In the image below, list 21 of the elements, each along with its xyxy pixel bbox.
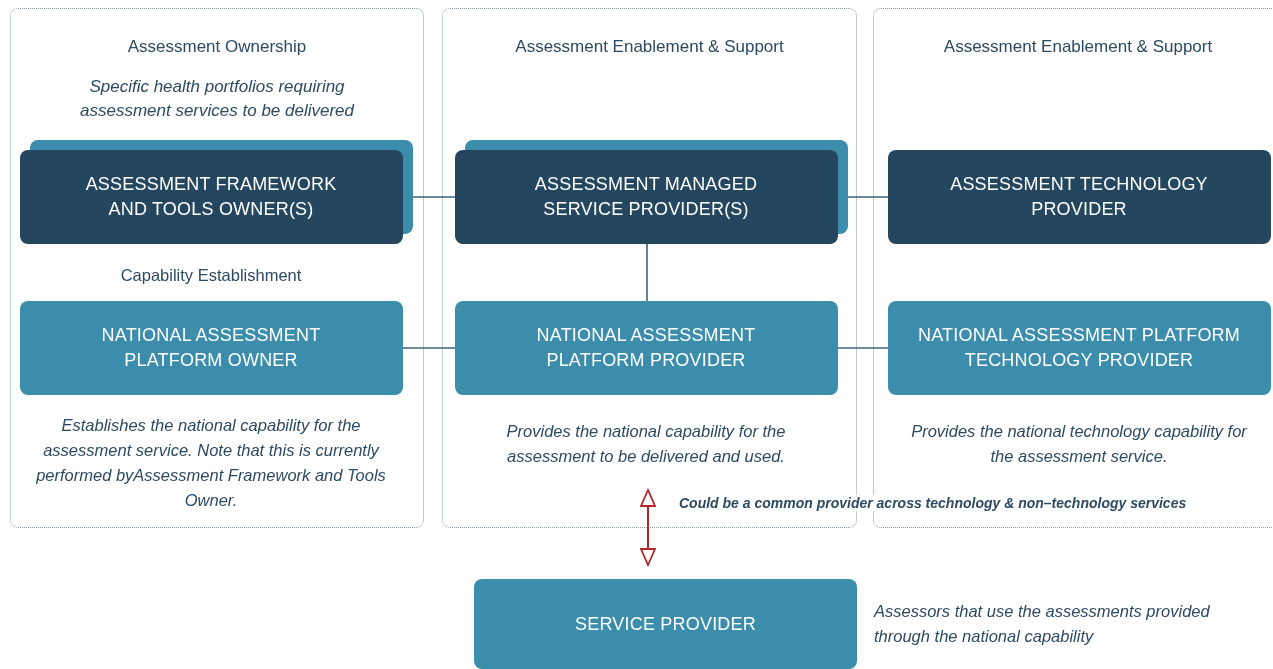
role-title: ASSESSMENT TECHNOLOGY PROVIDER: [949, 172, 1209, 221]
description-text: Establishes the national capability for the assessment service. Note that this is currently performed byAssessment Framework and Tools Owner.: [35, 414, 387, 511]
role-title: NATIONAL ASSESSMENT PLATFORM OWNER: [100, 323, 322, 372]
description-text: Provides the national capability for the assessment to be delivered and used.: [505, 420, 787, 467]
description-text: Provides the national technology capability for the assessment service.: [910, 420, 1249, 467]
panel-heading: Assessment Enablement & Support: [942, 36, 1214, 58]
double-arrow: [640, 489, 656, 566]
panel-description: Specific health portfolios requiring assessment services to be delivered: [79, 76, 356, 122]
edge-label: Could be a common provider across technology & non–technology services: [679, 495, 1187, 511]
section-heading: Capability Establishment: [119, 264, 303, 286]
connector-line: [402, 347, 456, 349]
role-box: [887, 149, 1271, 244]
role-title: SERVICE PROVIDER: [575, 612, 756, 636]
role-title: ASSESSMENT MANAGED SERVICE PROVIDER(S): [533, 172, 759, 221]
role-title: ASSESSMENT FRAMEWORK AND TOOLS OWNER(S): [84, 172, 338, 221]
panel-heading: Assessment Ownership: [126, 36, 308, 58]
description-text: Assessors that use the assessments provided through the national capability: [874, 601, 1211, 647]
panel-heading: Assessment Enablement & Support: [514, 36, 785, 58]
connector-line: [646, 243, 648, 302]
role-title: NATIONAL ASSESSMENT PLATFORM PROVIDER: [535, 323, 757, 372]
role-title: NATIONAL ASSESSMENT PLATFORM TECHNOLOGY PROVIDER: [917, 323, 1241, 372]
